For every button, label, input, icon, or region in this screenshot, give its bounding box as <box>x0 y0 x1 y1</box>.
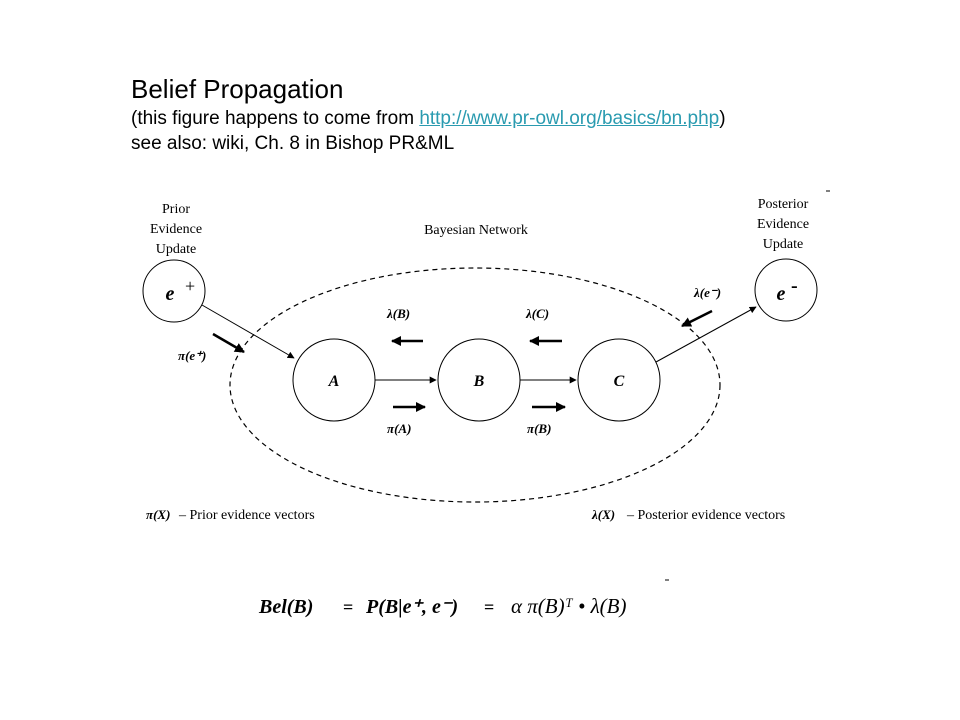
posterior-label-3: Update <box>763 237 803 252</box>
lambda-c-label: λ(C) <box>525 306 549 321</box>
source-link[interactable]: http://www.pr-owl.org/basics/bn.php <box>419 108 720 129</box>
node-c: C <box>577 338 661 422</box>
pi-a-label: π(A) <box>387 421 411 436</box>
source-line: (this figure happens to come from http:/… <box>131 106 726 131</box>
node-b-label: B <box>473 373 485 390</box>
node-b: B <box>437 338 521 422</box>
node-e-plus: e + <box>142 259 206 323</box>
node-e-minus-label: e <box>777 283 786 305</box>
prior-label-1: Prior <box>162 202 190 217</box>
pi-b-label: π(B) <box>527 421 551 436</box>
network-label: Bayesian Network <box>424 223 528 238</box>
node-a-label: A <box>328 373 340 390</box>
slide-title: Belief Propagation <box>131 74 344 104</box>
belief-formula: Bel(B) = P(B|e⁺, e⁻) = α π(B)ᵀ • λ(B) <box>258 594 626 618</box>
legend-prior-symbol: π(X) <box>146 507 170 522</box>
legend-posterior-symbol: λ(X) <box>591 507 615 522</box>
source-prefix: (this figure happens to come from <box>131 108 420 129</box>
prior-label-2: Evidence <box>150 222 202 237</box>
plus-sign: + <box>185 276 195 296</box>
formula-lhs: Bel(B) <box>258 596 313 618</box>
pi-e-plus-label: π(e⁺) <box>178 348 206 363</box>
minus-sign: - <box>791 275 798 297</box>
node-c-label: C <box>614 373 625 390</box>
formula-eq2: = <box>484 597 494 617</box>
node-e-minus: e - <box>754 258 818 322</box>
posterior-label-1: Posterior <box>758 197 809 212</box>
see-also-line: see also: wiki, Ch. 8 in Bishop PR&ML <box>131 133 455 154</box>
pi-e-plus-arrow <box>212 332 245 354</box>
legend-posterior-text: – Posterior evidence vectors <box>626 508 785 523</box>
prior-label-3: Update <box>156 242 196 257</box>
lambda-b-label: λ(B) <box>386 306 410 321</box>
formula-mid: P(B|e⁺, e⁻) <box>365 596 458 618</box>
network-boundary <box>229 267 721 503</box>
node-a: A <box>292 338 376 422</box>
lambda-e-minus-arrow <box>681 309 713 328</box>
node-e-plus-label: e <box>166 283 175 305</box>
legend-prior-text: – Prior evidence vectors <box>178 508 315 523</box>
edge-eplus-a <box>201 304 295 359</box>
lambda-e-minus-label: λ(e⁻) <box>693 285 721 300</box>
posterior-label-2: Evidence <box>757 217 809 232</box>
edge-c-eminus <box>655 306 757 363</box>
source-suffix: ) <box>719 108 726 129</box>
formula-eq1: = <box>343 597 353 617</box>
slide-header: Belief Propagation (this figure happens … <box>131 72 726 156</box>
formula-rhs: α π(B)ᵀ • λ(B) <box>511 594 626 618</box>
